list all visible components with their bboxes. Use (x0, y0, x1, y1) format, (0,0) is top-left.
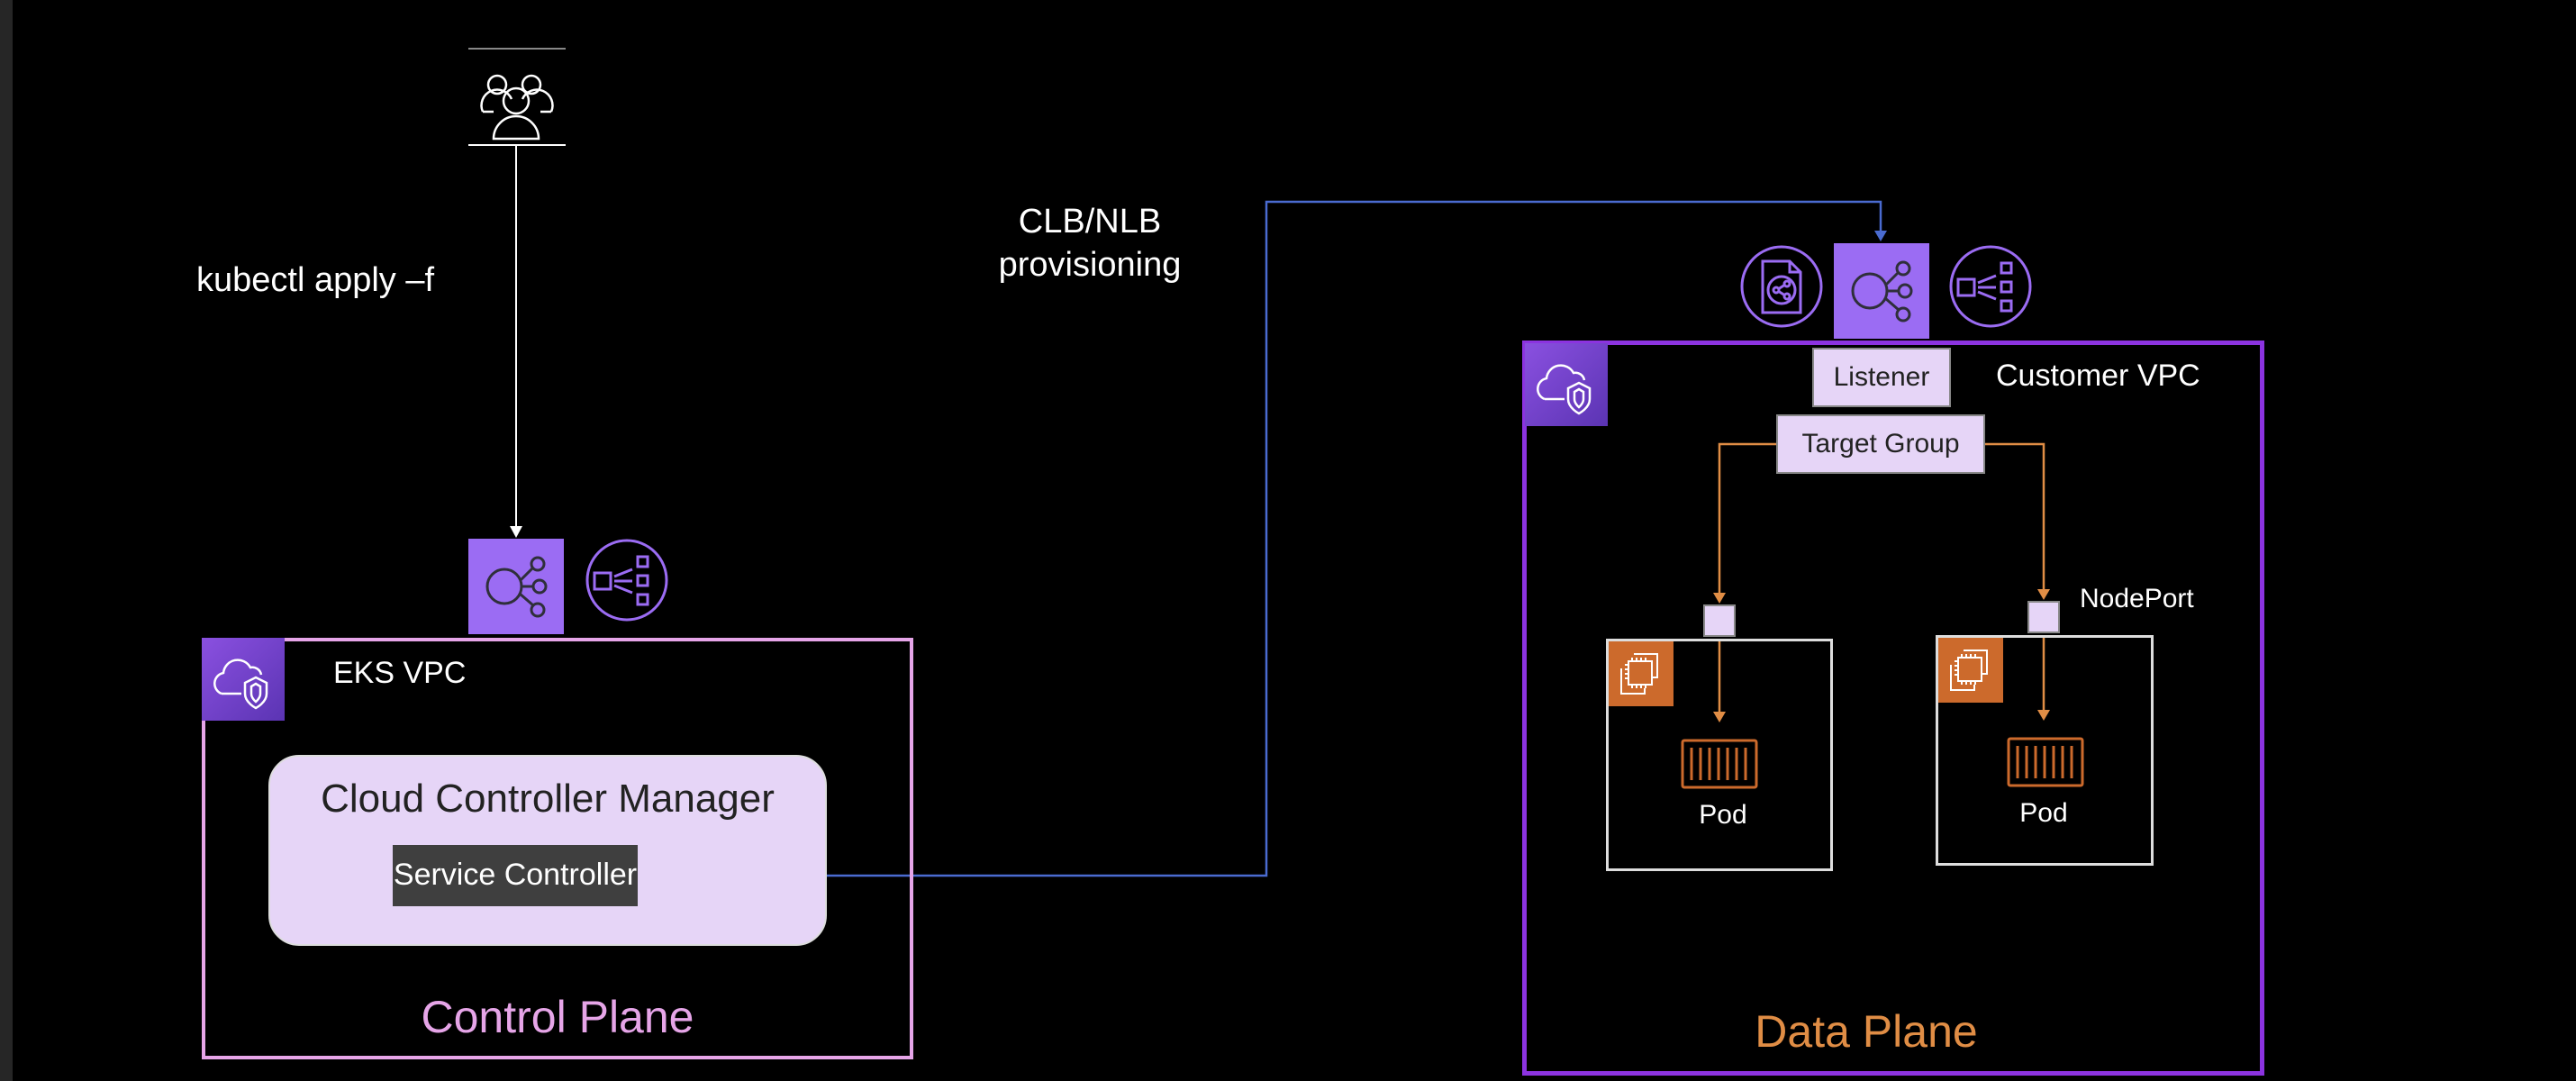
nodeport-box (1703, 604, 1736, 637)
service-controller-box: Service Controller (393, 845, 638, 906)
pod-label: Pod (1699, 800, 1747, 830)
kubectl-command-label: kubectl apply –f (196, 261, 435, 299)
worker-node (1606, 639, 1833, 871)
elastic-load-balancer-icon (1834, 243, 1929, 339)
worker-node (1936, 635, 2154, 866)
provisioning-arrowhead (1874, 231, 1887, 241)
nodeport-box (2027, 601, 2060, 633)
customer-vpc-title: Customer VPC (1996, 359, 2200, 393)
vpc-cloud-shield-icon (202, 638, 285, 721)
users-group-icon (468, 47, 566, 146)
data-plane-label: Data Plane (1755, 1006, 1978, 1057)
customer-vpc-container (1522, 341, 2264, 1076)
ec2-instances-icon (1938, 638, 2003, 703)
network-load-balancer-icon (585, 539, 668, 622)
pod-label: Pod (2019, 798, 2068, 828)
vpc-cloud-shield-icon (1525, 343, 1608, 426)
kubectl-arrowhead (510, 526, 522, 538)
listener-box: Listener (1812, 348, 1951, 407)
control-plane-label: Control Plane (421, 992, 694, 1042)
eks-vpc-title: EKS VPC (333, 656, 467, 690)
provisioning-label-line2: provisioning (998, 246, 1182, 284)
ec2-instances-icon (1609, 641, 1673, 706)
target-group-box: Target Group (1776, 414, 1985, 474)
provisioning-label: CLB/NLB provisioning (973, 200, 1207, 286)
elastic-load-balancer-icon (468, 539, 564, 634)
container-icon (1681, 739, 1758, 789)
left-edge-strip (0, 0, 13, 1081)
shared-doc-icon (1740, 245, 1823, 328)
nodeport-label: NodePort (2080, 584, 2194, 613)
provisioning-label-line1: CLB/NLB (1018, 203, 1162, 241)
eks-vpc-container (202, 638, 913, 1059)
network-load-balancer-icon (1949, 245, 2032, 328)
cloud-controller-manager-title: Cloud Controller Manager (321, 777, 775, 821)
container-icon (2007, 737, 2084, 787)
